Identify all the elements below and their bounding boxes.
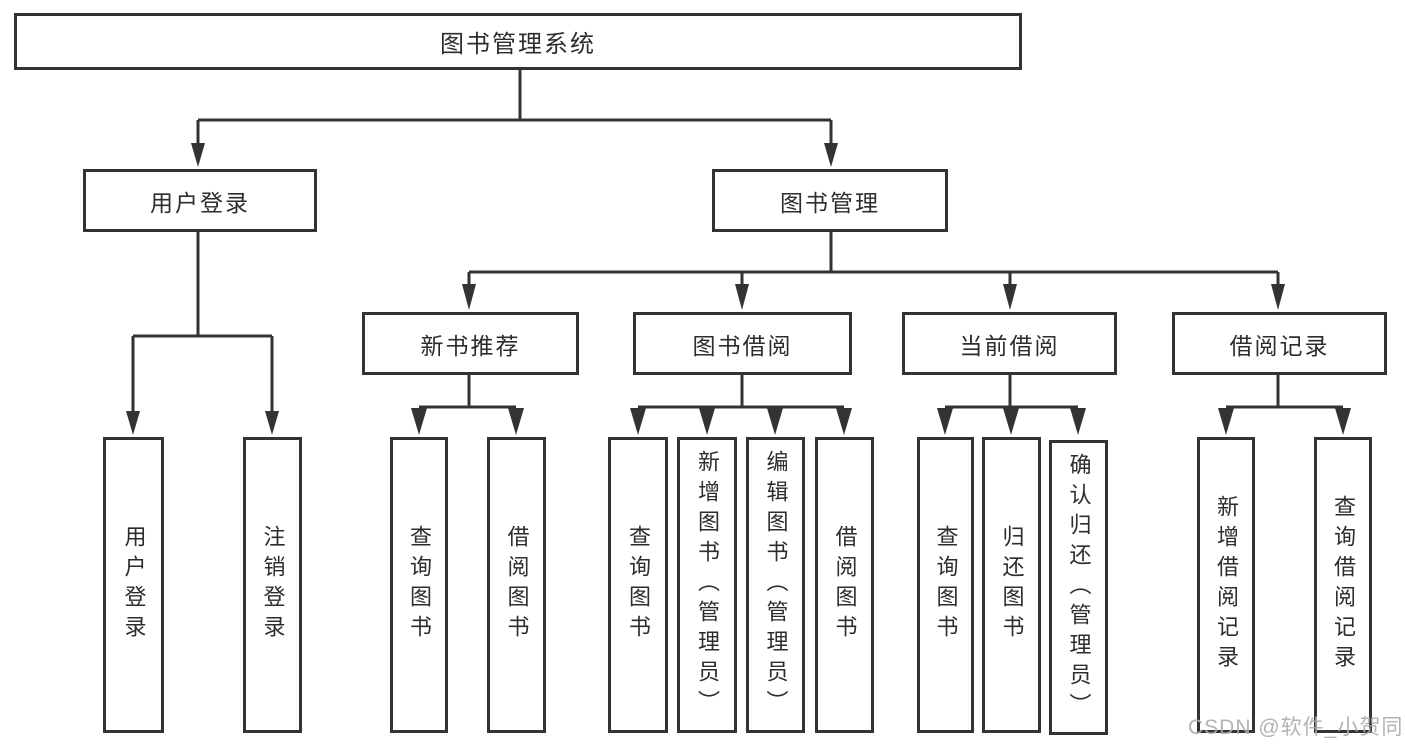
leaf-recommend-borrow-books: 借阅图书 xyxy=(487,437,546,733)
node-current-borrowing: 当前借阅 xyxy=(902,312,1117,375)
leaf-borrowing-add-books-admin: 新增图书（管理员） xyxy=(677,437,737,733)
node-new-book-recommendation: 新书推荐 xyxy=(362,312,579,375)
watermark: CSDN @软件_小贺同学 xyxy=(1188,716,1405,739)
leaf-current-confirm-return-admin: 确认归还（管理员） xyxy=(1049,440,1108,735)
leaf-current-return-books: 归还图书 xyxy=(982,437,1041,733)
node-user-login: 用户登录 xyxy=(83,169,317,232)
node-borrowing-records: 借阅记录 xyxy=(1172,312,1387,375)
leaf-recommend-query-books: 查询图书 xyxy=(390,437,448,733)
leaf-borrowing-query-books: 查询图书 xyxy=(608,437,668,733)
leaf-user-login: 用户登录 xyxy=(103,437,164,733)
leaf-records-query-borrow-record: 查询借阅记录 xyxy=(1314,437,1372,733)
leaf-current-query-books: 查询图书 xyxy=(917,437,974,733)
leaf-borrowing-borrow-books: 借阅图书 xyxy=(815,437,874,733)
node-book-borrowing: 图书借阅 xyxy=(633,312,852,375)
node-book-management: 图书管理 xyxy=(712,169,948,232)
leaf-borrowing-edit-books-admin: 编辑图书（管理员） xyxy=(746,437,805,733)
leaf-records-add-borrow-record: 新增借阅记录 xyxy=(1197,437,1255,733)
node-library-management-system: 图书管理系统 xyxy=(14,13,1022,70)
leaf-logout-login: 注销登录 xyxy=(243,437,302,733)
